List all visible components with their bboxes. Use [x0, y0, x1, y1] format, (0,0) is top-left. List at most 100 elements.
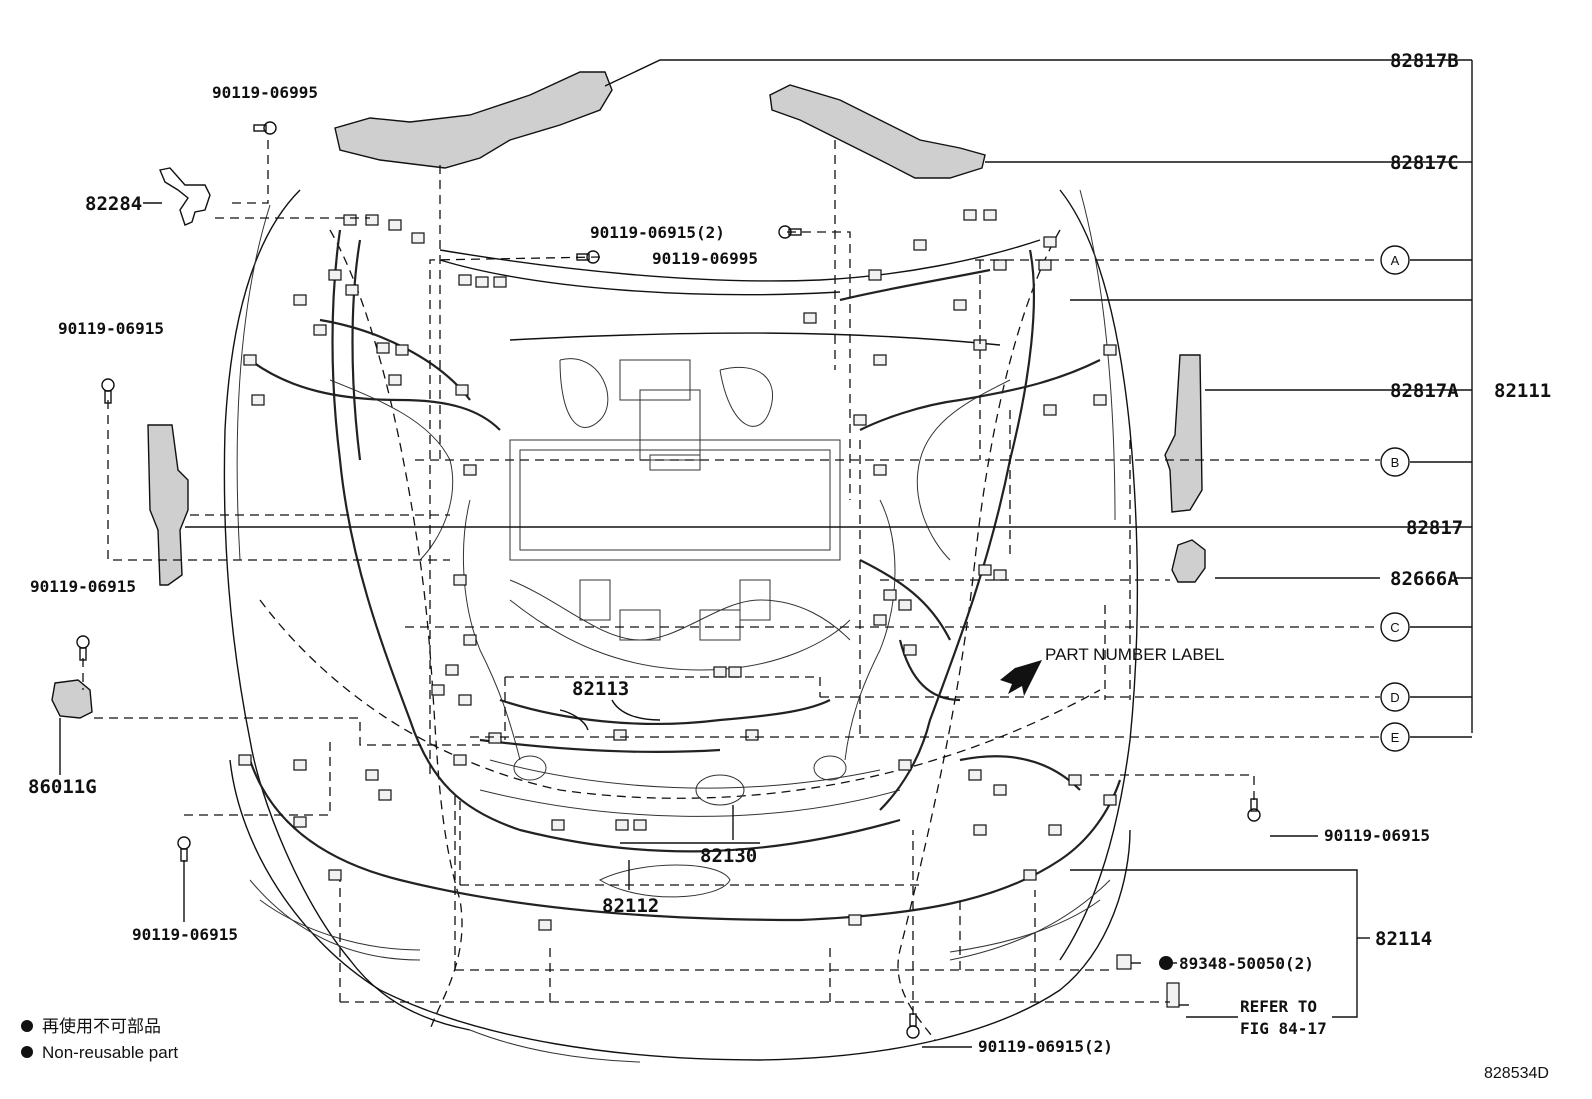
connector-icon — [251, 394, 265, 406]
connector-icon — [853, 414, 867, 426]
connector-icon — [453, 574, 467, 586]
label-refer-to: REFER TO — [1240, 997, 1317, 1016]
ref-circle-e: E — [1380, 722, 1410, 752]
connector-icon — [1043, 236, 1057, 248]
ref-circle-d: D — [1380, 682, 1410, 712]
connector-icon — [238, 754, 252, 766]
connector-icon — [1043, 404, 1057, 416]
label-bolt-90119-06915-right: 90119-06915 — [1324, 826, 1430, 845]
connector-icon — [475, 276, 489, 288]
connector-icon — [453, 754, 467, 766]
ref-circle-c: C — [1380, 612, 1410, 642]
svg-text:A: A — [1391, 253, 1400, 268]
connector-icon — [293, 816, 307, 828]
part-82817C-bracket — [769, 84, 986, 179]
connector-icon — [873, 464, 887, 476]
label-82111: 82111 — [1494, 380, 1551, 402]
connector-icon — [345, 284, 359, 296]
label-82817: 82817 — [1406, 517, 1463, 539]
part-82817A-cover — [1164, 354, 1203, 513]
label-bolt-90119-06915-2-top: 90119-06915(2) — [590, 223, 725, 242]
connector-icon — [395, 344, 409, 356]
reference-circles: A B C D E — [1380, 245, 1410, 752]
vehicle-body-outline — [223, 189, 1139, 1063]
svg-text:E: E — [1391, 730, 1400, 745]
label-refer-fig: FIG 84-17 — [1240, 1019, 1327, 1038]
connector-icon — [243, 354, 257, 366]
label-bolt-90119-06915-left: 90119-06915 — [58, 319, 164, 338]
connector-icon — [328, 869, 342, 881]
svg-text:D: D — [1390, 690, 1399, 705]
connector-icon — [463, 634, 477, 646]
connector-icon — [538, 919, 552, 931]
part-labels: 82817B 82817C 82817A 82111 82817 82666A … — [28, 50, 1551, 1056]
connector-icon — [411, 232, 425, 244]
label-82284: 82284 — [85, 193, 142, 215]
connector-icon — [728, 666, 742, 678]
label-82817A: 82817A — [1390, 380, 1459, 402]
connector-icon — [983, 209, 997, 221]
bolt-icon — [101, 378, 115, 404]
label-82114: 82114 — [1375, 928, 1432, 950]
part-82666A-clip — [1171, 539, 1206, 583]
leader-lines — [59, 59, 1473, 1048]
connector-icon — [455, 384, 469, 396]
bolt-icon — [253, 121, 277, 135]
legend-en: Non-reusable part — [42, 1043, 178, 1062]
connector-icon — [913, 239, 927, 251]
label-86011G: 86011G — [28, 776, 97, 798]
connector-icon — [445, 664, 459, 676]
label-bolt-90119-06915-bottom-left: 90119-06915 — [132, 925, 238, 944]
part-86011G-unit — [51, 679, 93, 719]
connector-icon — [713, 666, 727, 678]
connector-icon — [883, 589, 897, 601]
connector-icon — [488, 732, 502, 744]
connector-icon — [1023, 869, 1037, 881]
connectors — [238, 209, 1117, 931]
connector-icon — [993, 784, 1007, 796]
connector-icon — [458, 274, 472, 286]
connector-icon — [293, 759, 307, 771]
connector-icon — [388, 219, 402, 231]
legend-dot-icon — [21, 1046, 33, 1058]
svg-text:C: C — [1390, 620, 1399, 635]
connector-icon — [365, 769, 379, 781]
engine-bay — [329, 239, 1041, 817]
connector-icon — [1103, 344, 1117, 356]
connector-icon — [365, 214, 379, 226]
part-82817B-bracket — [334, 71, 613, 169]
connector-icon — [1068, 774, 1082, 786]
connector-icon — [378, 789, 392, 801]
connector-icon — [1093, 394, 1107, 406]
label-bolt-90119-06915-2-bottom: 90119-06915(2) — [978, 1037, 1113, 1056]
label-82817B: 82817B — [1390, 50, 1459, 72]
connector-icon — [873, 354, 887, 366]
part-82817-cover — [147, 424, 189, 586]
bolts — [76, 121, 1261, 1039]
connector-icon — [873, 614, 887, 626]
connector-icon — [745, 729, 759, 741]
svg-text:B: B — [1391, 455, 1400, 470]
connector-icon — [328, 269, 342, 281]
connector-icon — [463, 464, 477, 476]
connector-icon — [963, 209, 977, 221]
connector-icon — [973, 824, 987, 836]
connector-icon — [493, 276, 507, 288]
connector-icon — [343, 214, 357, 226]
label-82130: 82130 — [700, 845, 757, 867]
bolt-icon — [1247, 798, 1261, 822]
label-82666A: 82666A — [1390, 568, 1459, 590]
connector-icon — [968, 769, 982, 781]
clip-icon — [1116, 954, 1141, 970]
label-clip-89348-50050-2: 89348-50050(2) — [1179, 954, 1314, 973]
connector-icon — [868, 269, 882, 281]
connector-icon — [551, 819, 565, 831]
label-bolt-90119-06995-mid: 90119-06995 — [652, 249, 758, 268]
bolt-icon — [76, 635, 90, 661]
connector-icon — [615, 819, 629, 831]
connector-icon — [376, 342, 390, 354]
legend: 再使用不可部品 Non-reusable part — [21, 1016, 178, 1062]
connector-icon — [313, 324, 327, 336]
